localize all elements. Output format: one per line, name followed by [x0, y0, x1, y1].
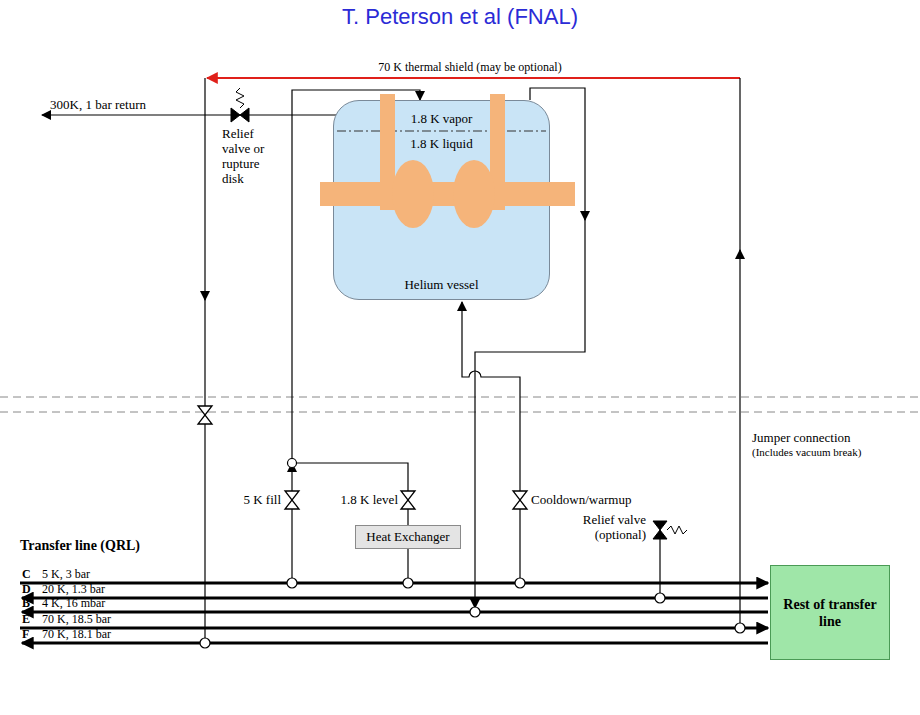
- node-label: Helium vessel: [334, 277, 549, 293]
- annotation: Cooldown/warmup: [531, 492, 631, 507]
- annotation: Relief valve (optional): [566, 512, 646, 542]
- pipe-label: B: [22, 596, 30, 610]
- pipe-label: 70 K, 18.5 bar: [42, 612, 111, 626]
- annotation: 70 K thermal shield (may be optional): [378, 60, 561, 74]
- junction-dots: [200, 459, 745, 649]
- transfer-line-box: Rest of transfer line: [770, 565, 890, 660]
- valve-symbol: [198, 406, 527, 509]
- pipe-label: E: [22, 612, 30, 626]
- annotation: 1.8 K level: [341, 492, 398, 507]
- annotation: Jumper connection: [752, 430, 851, 445]
- transfer-pipe: [20, 582, 768, 585]
- pipe-label: 4 K, 16 mbar: [42, 596, 105, 610]
- helium-vessel: 1.8 K vapor 1.8 K liquidHelium vessel: [333, 100, 550, 300]
- pipe-label: 5 K, 3 bar: [42, 567, 90, 581]
- pipe-label: 20 K, 1.3 bar: [42, 582, 105, 596]
- shield-return-line: [204, 298, 205, 643]
- node-label: 1.8 K liquid: [334, 136, 549, 152]
- boundary-line: [0, 412, 920, 413]
- transfer-pipe: [22, 611, 768, 614]
- shield-supply-line: [739, 78, 740, 252]
- pipe-label: D: [22, 582, 31, 596]
- fill-line: [291, 463, 292, 583]
- annotation: (Includes vacuum break): [752, 446, 861, 459]
- pipe-label: C: [22, 567, 31, 581]
- relief-line: [659, 530, 660, 598]
- node-label: Heat Exchanger: [366, 529, 450, 545]
- shield-supply-line: [739, 250, 740, 628]
- node-label: 1.8 K vapor: [334, 111, 549, 127]
- annotation: 5 K fill: [243, 492, 281, 507]
- annotation: Relief valve or rupture disk: [222, 126, 280, 186]
- vessel-internals: [333, 100, 550, 300]
- heat-exchanger-box: Heat Exchanger: [355, 525, 461, 549]
- node-label: Rest of transfer line: [777, 596, 883, 630]
- shield-return-line: [204, 78, 205, 300]
- boundary-line: [0, 397, 920, 398]
- title: T. Peterson et al (FNAL): [342, 4, 578, 30]
- pipe-label: F: [22, 627, 29, 641]
- relief-valve-symbol: [231, 88, 687, 539]
- thermal-shield-line: [207, 77, 740, 79]
- annotation: 300K, 1 bar return: [50, 97, 146, 112]
- transfer-pipe: [20, 627, 768, 630]
- annotation: Transfer line (QRL): [20, 538, 140, 554]
- pipe-label: 70 K, 18.1 bar: [42, 627, 111, 641]
- cooldown-line: [462, 302, 520, 583]
- transfer-pipe: [22, 642, 768, 645]
